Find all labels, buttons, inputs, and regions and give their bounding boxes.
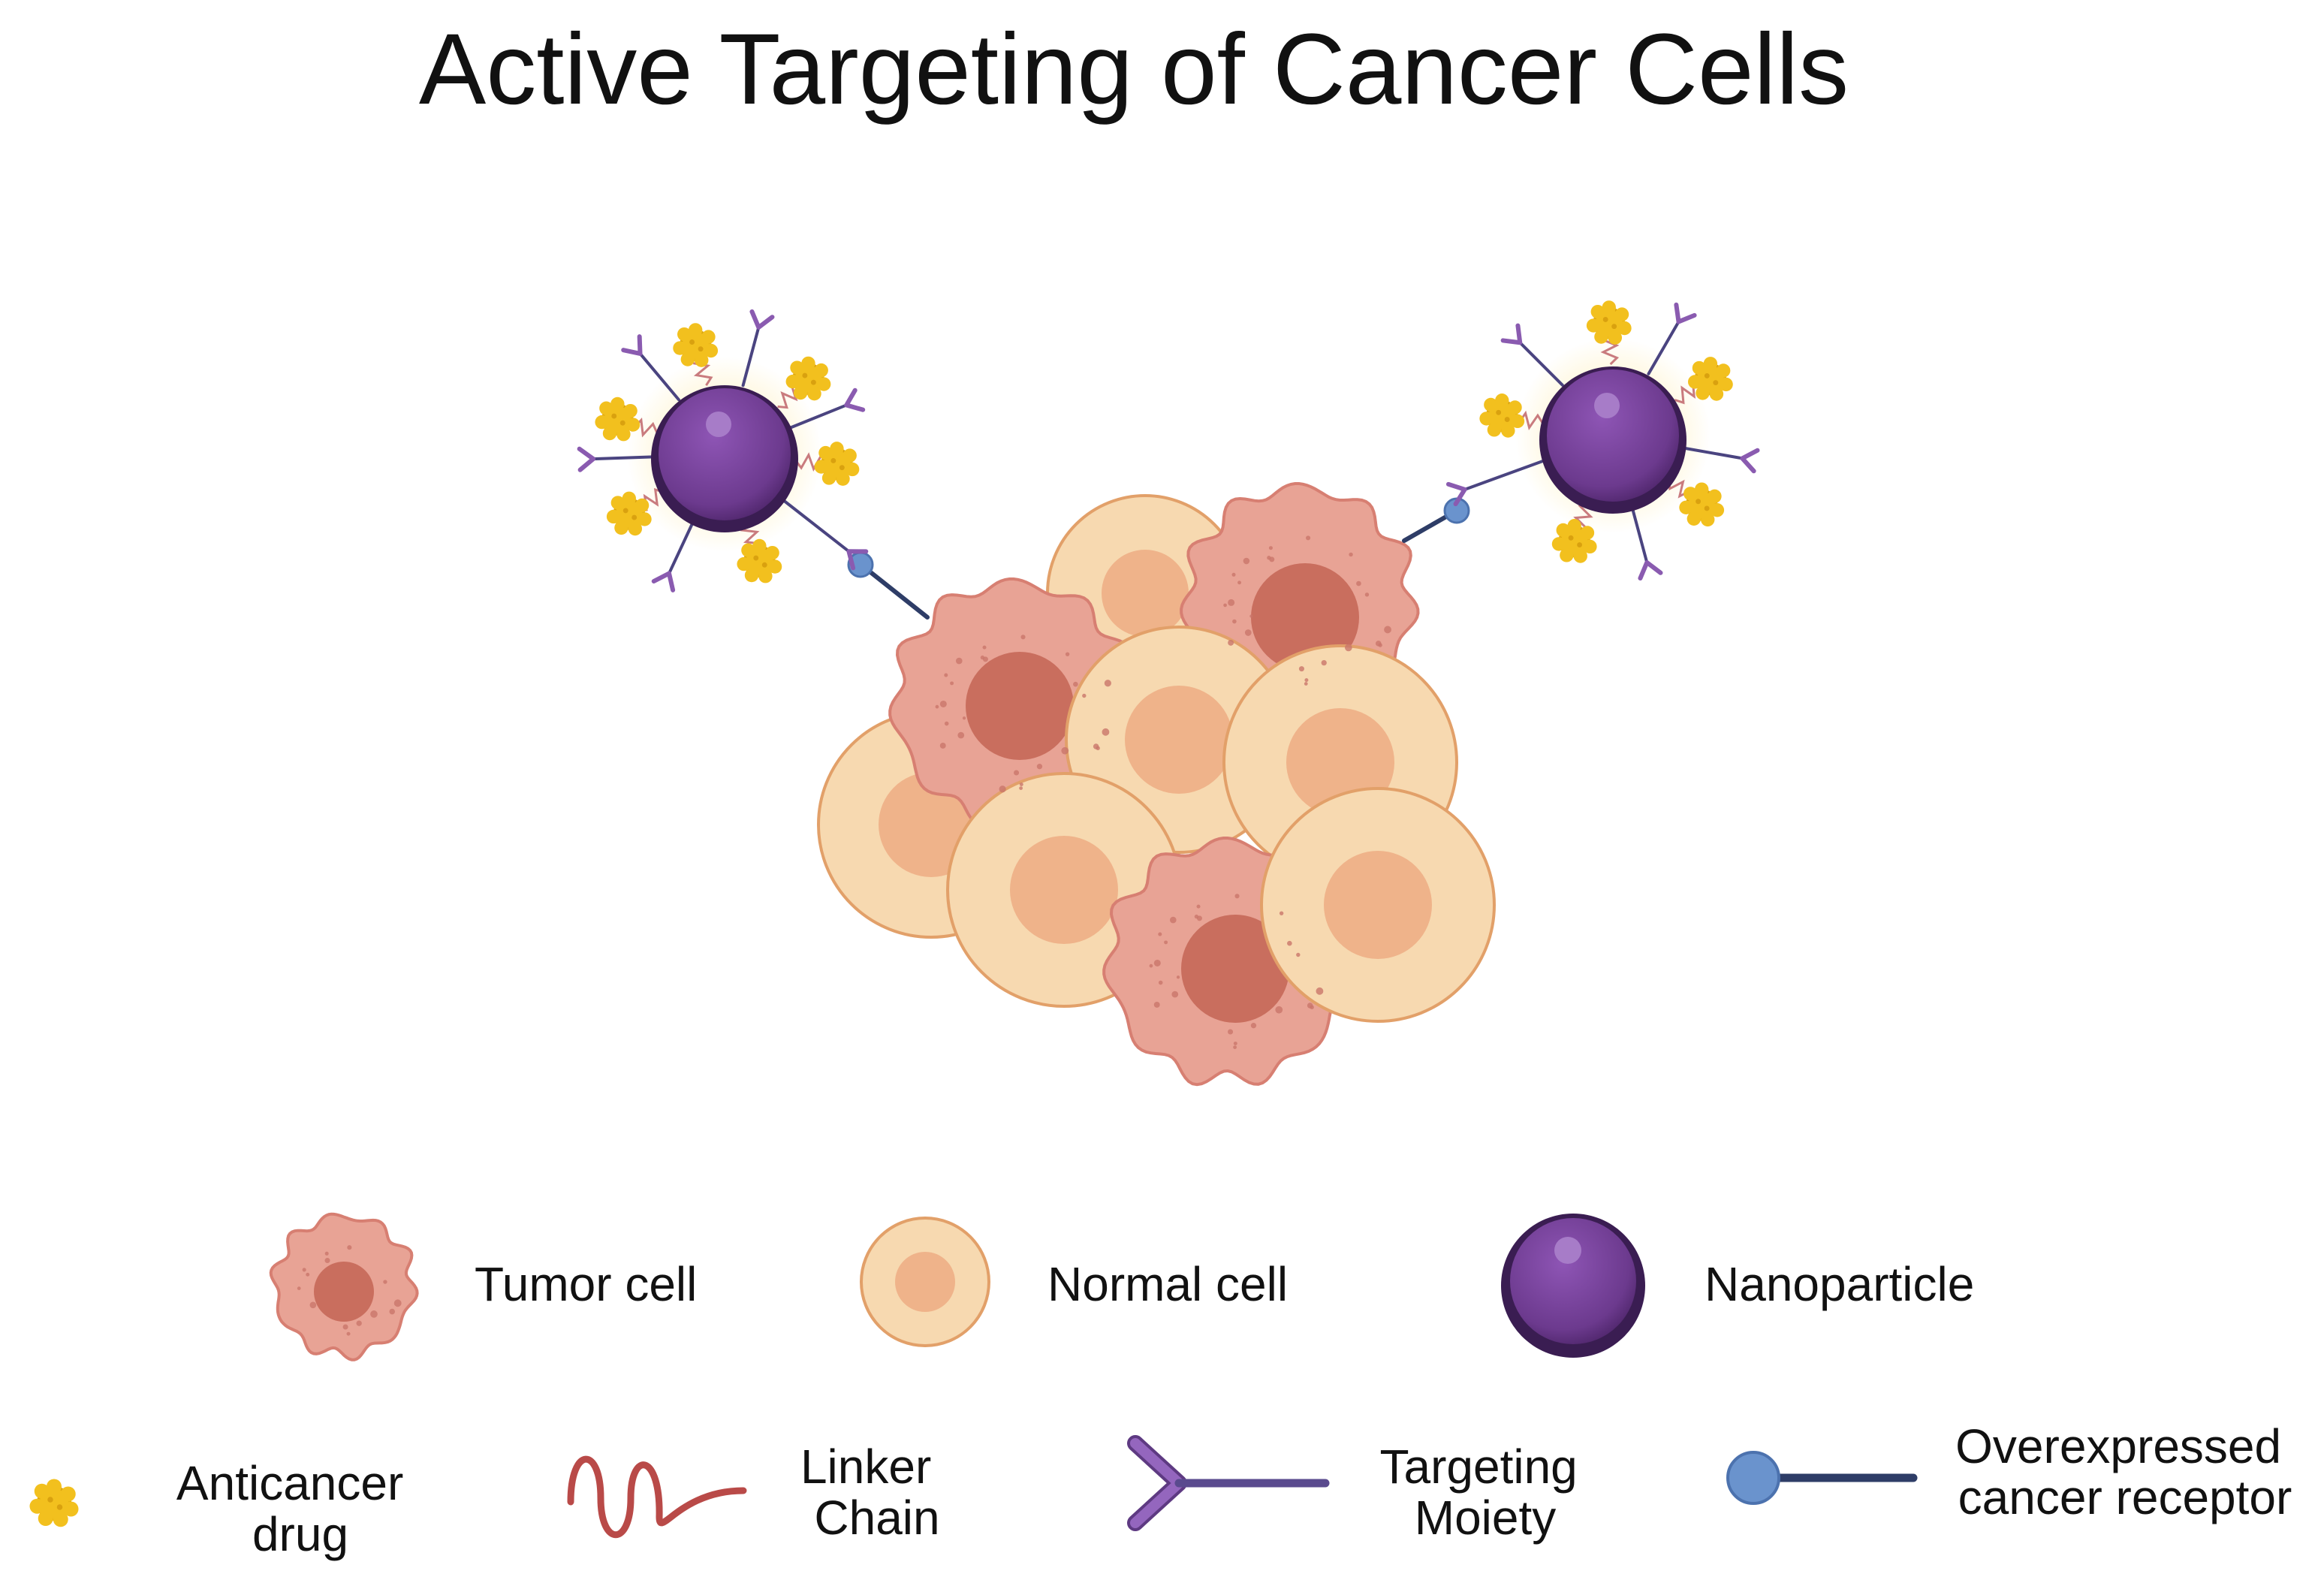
legend-overexpressed-receptor-line1: Overexpressed bbox=[1955, 1419, 2281, 1473]
legend-targeting-moiety-label: Targeting Moiety bbox=[1379, 1440, 1590, 1545]
tumor-speckles bbox=[935, 535, 1391, 1050]
legend-linker-chain-line1: Linker bbox=[800, 1440, 931, 1494]
legend-targeting-moiety-icon bbox=[1127, 1435, 1330, 1531]
legend-normal-cell-icon bbox=[860, 1217, 990, 1347]
legend-targeting-moiety-line1: Targeting bbox=[1379, 1440, 1577, 1494]
legend-anticancer-drug-label: Anticancer drug bbox=[176, 1456, 417, 1561]
legend-anticancer-drug-icon bbox=[28, 1477, 80, 1529]
legend: Tumor cell Normal cell Nanoparticle Anti… bbox=[28, 1212, 2295, 1561]
nanoparticle-assembly-right bbox=[1445, 299, 1760, 581]
legend-anticancer-drug-line1: Anticancer bbox=[176, 1456, 403, 1510]
legend-targeting-moiety-line2: Moiety bbox=[1415, 1491, 1557, 1545]
legend-normal-cell-label: Normal cell bbox=[1047, 1257, 1288, 1311]
legend-tumor-cell-icon bbox=[269, 1212, 419, 1361]
legend-nanoparticle-label: Nanoparticle bbox=[1705, 1257, 1974, 1311]
legend-nanoparticle-icon bbox=[1501, 1214, 1645, 1358]
overexpressed-receptor bbox=[1402, 497, 1470, 543]
normal-cell bbox=[1260, 787, 1496, 1023]
overexpressed-receptor bbox=[847, 551, 930, 620]
legend-overexpressed-receptor-icon bbox=[1726, 1451, 1918, 1505]
legend-linker-chain-icon bbox=[567, 1455, 747, 1539]
legend-overexpressed-receptor-label: Overexpressed cancer receptor bbox=[1955, 1419, 2295, 1524]
cell-cluster bbox=[817, 482, 1496, 1087]
diagram-title: Active Targeting of Cancer Cells bbox=[419, 14, 1849, 125]
legend-overexpressed-receptor-line2: cancer receptor bbox=[1958, 1470, 2292, 1524]
legend-linker-chain-line2: Chain bbox=[814, 1491, 939, 1545]
legend-anticancer-drug-line2: drug bbox=[252, 1507, 348, 1561]
legend-tumor-cell-label: Tumor cell bbox=[475, 1257, 697, 1311]
legend-linker-chain-label: Linker Chain bbox=[800, 1440, 945, 1545]
nanoparticle-assembly-left bbox=[577, 309, 869, 592]
